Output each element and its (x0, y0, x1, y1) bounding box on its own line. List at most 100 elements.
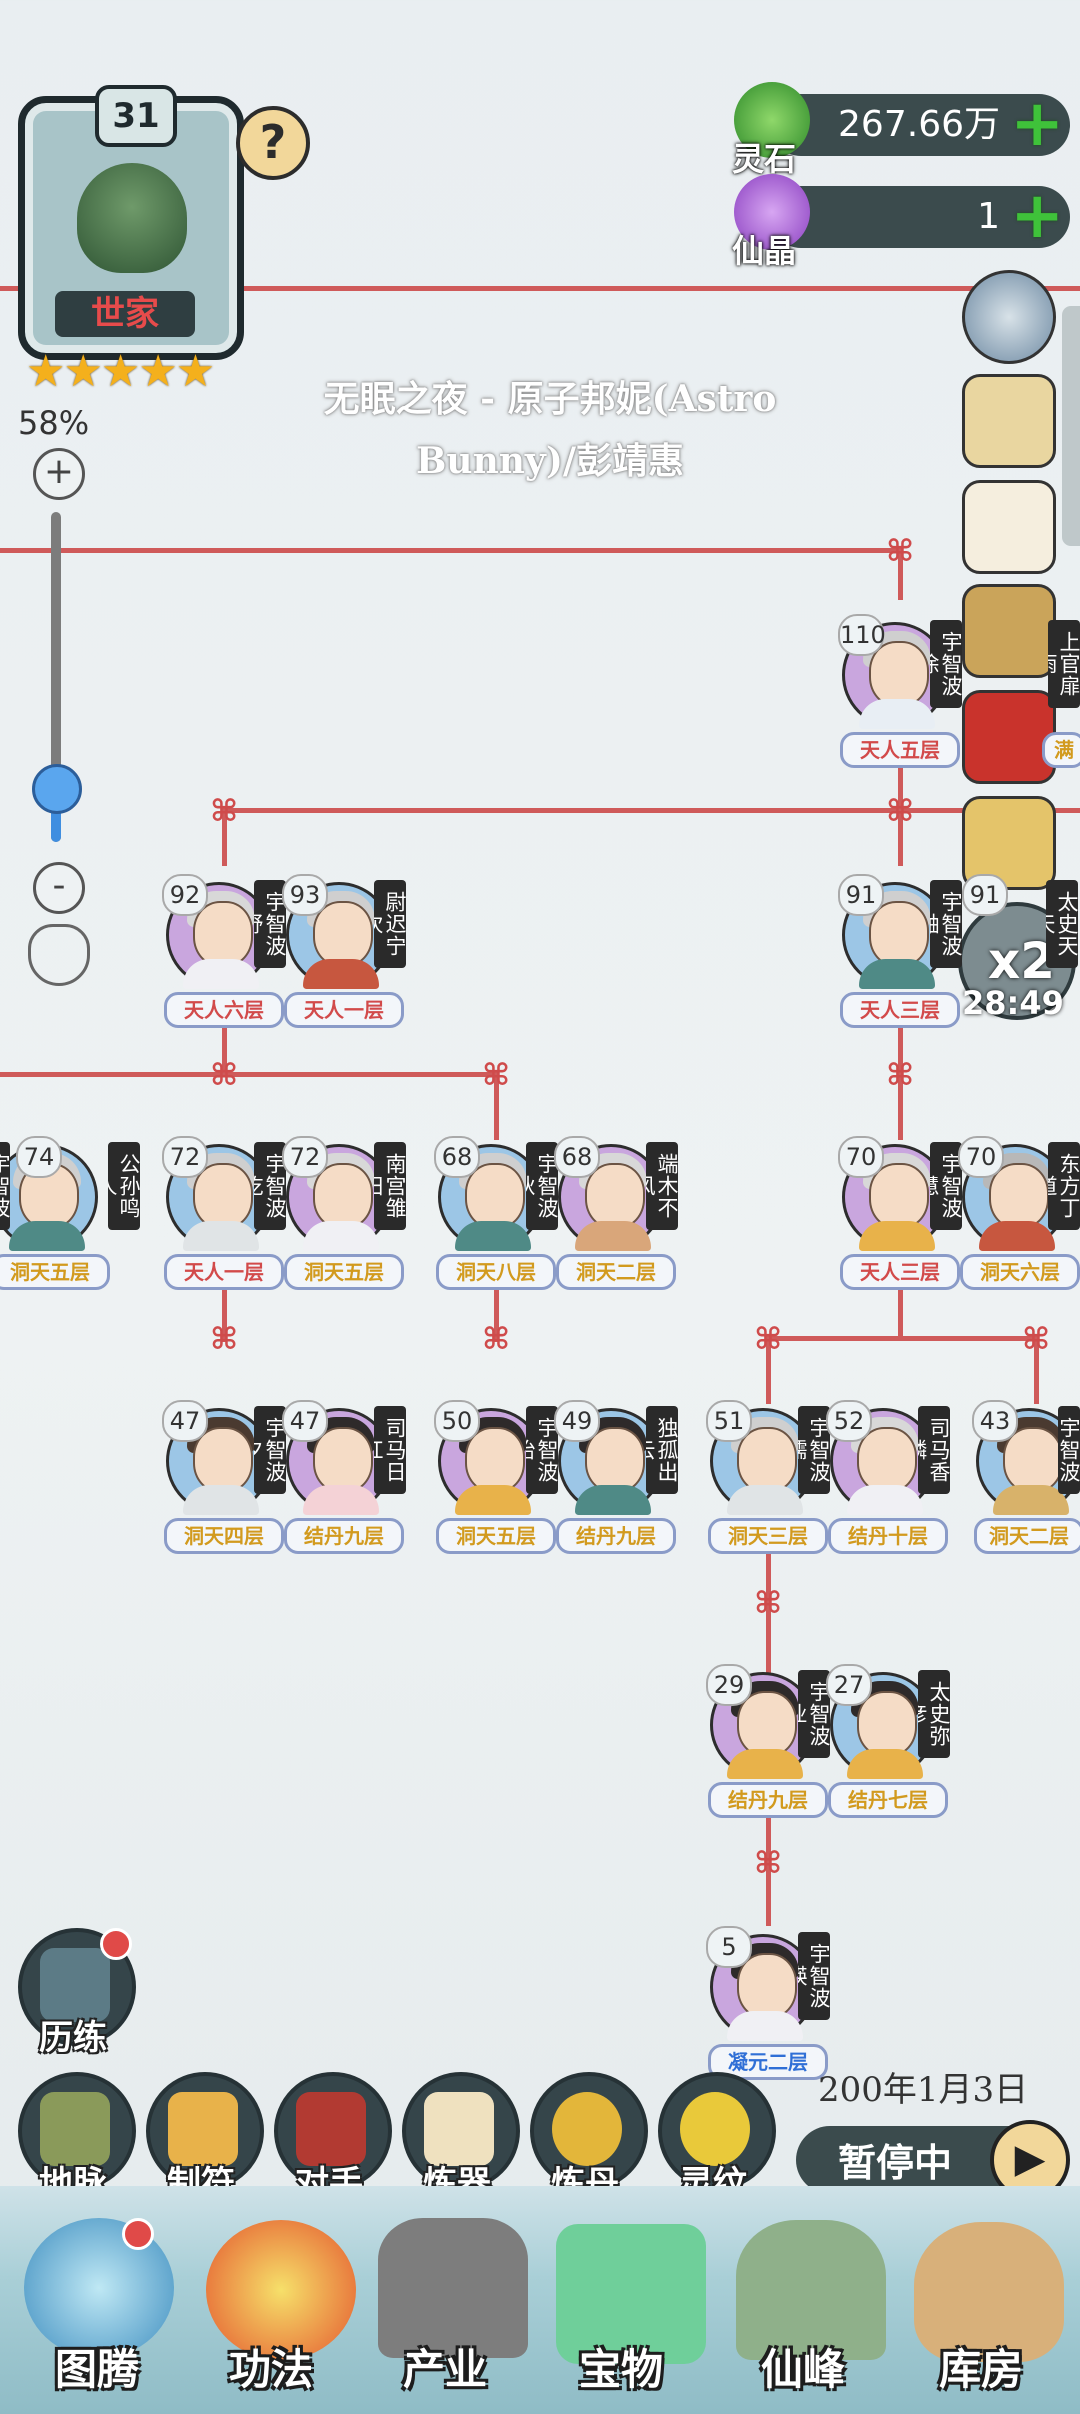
member-age: 68 (554, 1136, 600, 1178)
family-crest[interactable]: 31 世家 (18, 85, 244, 360)
member-card[interactable]: 70 宇智波慧 天人三层 (838, 1136, 962, 1296)
member-rank: 洞天三层 (708, 1518, 828, 1554)
bottom-nav (0, 2186, 1080, 2414)
member-card[interactable]: 72 南宫雏田 洞天五层 (282, 1136, 406, 1296)
talisman-icon (168, 2092, 238, 2166)
resource-value: 1 (977, 196, 1000, 237)
letters-icon[interactable] (962, 480, 1056, 574)
side-drawer-tab[interactable] (1062, 306, 1080, 546)
member-rank: 洞天八层 (436, 1254, 556, 1290)
settings-gear-icon[interactable] (962, 270, 1056, 364)
nav-industry[interactable]: 产业 (402, 2345, 487, 2394)
scroll-map-icon[interactable] (962, 374, 1056, 468)
lyric-line-2: Bunny)/彭靖惠 (415, 440, 685, 482)
menu-alchemy-button[interactable] (530, 2072, 648, 2190)
member-card[interactable]: 47 司马日红 结丹九层 (282, 1400, 406, 1560)
member-card[interactable]: 43 宇智波日 洞天二层 (972, 1400, 1080, 1560)
add-immortal-crystal-button[interactable]: + (1010, 179, 1064, 253)
scroll-icon[interactable] (962, 584, 1056, 678)
member-rank: 洞天五层 (284, 1254, 404, 1290)
member-card[interactable]: 110 宇智波涂 天人五层 (838, 614, 962, 774)
member-card[interactable]: 52 司马香磷 结丹十层 (826, 1400, 950, 1560)
member-age: 43 (972, 1400, 1018, 1442)
member-card[interactable]: 72 宇智波屹 天人一层 (162, 1136, 286, 1296)
willow-tree-icon (77, 163, 187, 273)
member-card[interactable]: 91 宇智波鼬 天人三层 (838, 874, 962, 1034)
member-rank: 天人六层 (164, 992, 284, 1028)
treasure-icon[interactable] (556, 2224, 706, 2364)
resource-spirit-stone: 灵石 267.66万 + (732, 82, 1070, 178)
member-card[interactable]: 51 宇智波儒 洞天三层 (706, 1400, 830, 1560)
member-rank: 洞天四层 (164, 1518, 284, 1554)
member-card[interactable]: 5 宇智波瑛 凝元二层 (706, 1926, 830, 2086)
member-card[interactable]: 27 太史弥彦 结丹七层 (826, 1664, 950, 1824)
zoom-slider-track[interactable] (51, 512, 61, 842)
member-age: 74 (16, 1136, 62, 1178)
line-v (898, 1010, 903, 1140)
rune-swirl-icon (680, 2092, 750, 2166)
member-card[interactable]: 68 宇智波狄 洞天八层 (434, 1136, 558, 1296)
member-age: 68 (434, 1136, 480, 1178)
member-card[interactable]: 49 独孤出云 结丹九层 (554, 1400, 678, 1560)
knot-icon: ⌘ (1022, 1322, 1050, 1357)
member-card[interactable]: 70 东方丁道 洞天六层 (958, 1136, 1080, 1296)
zoom-out-button[interactable]: - (33, 862, 85, 914)
member-card[interactable]: 68 端木不风 洞天二层 (554, 1136, 678, 1296)
add-spirit-stone-button[interactable]: + (1010, 87, 1064, 161)
nav-treasure[interactable]: 宝物 (578, 2345, 663, 2394)
storage-bag-icon[interactable] (914, 2222, 1064, 2362)
boost-timer: 28:49 (962, 984, 1064, 1022)
member-card[interactable]: 74 公孙鸣人 (16, 1136, 140, 1296)
member-card[interactable]: 47 宇智波夕 洞天四层 (162, 1400, 286, 1560)
line-v (898, 740, 903, 866)
member-name: 宇智波夕 (254, 1406, 286, 1494)
family-stars: ★★★★★ (26, 346, 215, 397)
member-age: 91 (962, 874, 1008, 916)
member-name: 宇智波屹 (254, 1142, 286, 1230)
member-name: 上官扉雨 (1048, 620, 1080, 708)
nav-peak[interactable]: 仙峰 (760, 2345, 845, 2394)
member-age: 49 (554, 1400, 600, 1442)
nav-totem[interactable]: 图腾 (54, 2345, 139, 2394)
menu-rune-button[interactable] (658, 2072, 776, 2190)
member-card[interactable]: 50 宇智波怡 洞天五层 (434, 1400, 558, 1560)
resource-name: 仙晶 (732, 232, 797, 270)
member-card[interactable]: 91 太史天天 (962, 874, 1080, 1034)
member-card[interactable]: 29 宇智波业 结丹九层 (706, 1664, 830, 1824)
member-name: 宇智波怡 (526, 1406, 558, 1494)
member-rank: 结丹九层 (708, 1782, 828, 1818)
menu-earth-vein-button[interactable] (18, 2072, 136, 2190)
member-rank: 天人一层 (164, 1254, 284, 1290)
member-card[interactable]: 92 宇智波舒 天人六层 (162, 874, 286, 1034)
member-rank: 结丹九层 (284, 1518, 404, 1554)
line-v (494, 1274, 499, 1342)
lyric-line-1: 无眠之夜 - 原子邦妮(Astro (323, 378, 777, 420)
member-rank: 洞天六层 (960, 1254, 1080, 1290)
line-v (494, 1072, 499, 1140)
nav-storage[interactable]: 库房 (938, 2345, 1023, 2394)
knot-icon: ⌘ (754, 1846, 782, 1881)
menu-rival-button[interactable] (274, 2072, 392, 2190)
speed-multiplier: x2 (988, 932, 1056, 990)
member-name: 宇智波儒 (798, 1406, 830, 1494)
member-name: 宇智波日 (1058, 1406, 1080, 1494)
training-label: 历练 (39, 2018, 107, 2058)
zoom-slider-handle[interactable] (32, 764, 82, 814)
help-button[interactable]: ? (236, 106, 310, 180)
member-name: 司马香磷 (918, 1406, 950, 1494)
member-rank: 洞天五层 (436, 1518, 556, 1554)
member-name: 宇智波 (0, 1142, 10, 1230)
member-card[interactable]: 宇智波 洞天五层 (0, 1136, 110, 1296)
member-card[interactable]: 上官扉雨 满 (962, 614, 1080, 774)
member-rank: 天人五层 (840, 732, 960, 768)
locate-icon[interactable] (28, 924, 90, 986)
industry-mountain-icon[interactable] (378, 2218, 528, 2358)
member-card[interactable]: 93 尉迟宁次 天人一层 (282, 874, 406, 1034)
red-book-icon[interactable] (962, 690, 1056, 784)
nav-skill[interactable]: 功法 (228, 2345, 313, 2394)
line-v (766, 1336, 771, 1404)
skill-flame-icon[interactable] (206, 2220, 356, 2360)
immortal-peak-icon[interactable] (736, 2220, 886, 2360)
line-v (898, 1274, 903, 1338)
zoom-in-button[interactable]: + (33, 448, 85, 500)
